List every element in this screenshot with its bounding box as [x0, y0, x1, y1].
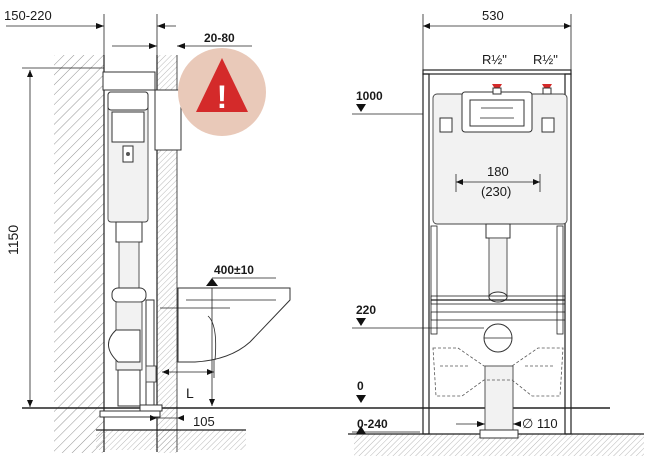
- wall-depth-label: 150-220: [4, 8, 52, 23]
- drain-height-label: 220: [356, 303, 376, 317]
- bracket-spacing-alt-label: (230): [481, 184, 511, 199]
- floor-slab-left: [96, 430, 246, 450]
- width-label: 530: [482, 8, 504, 23]
- side-view: 150-220 20-80 ! 1150 400±10 L 105: [4, 8, 610, 453]
- warning-exclamation: !: [217, 79, 228, 115]
- tank-height-label: 1000: [356, 89, 383, 103]
- height-label: 1150: [5, 225, 21, 255]
- warning-badge: !: [178, 48, 266, 136]
- toilet-bowl: [177, 287, 291, 363]
- floor-slab-right: [354, 434, 644, 456]
- bowl-length-label: L: [186, 385, 194, 401]
- warning-triangle-icon: [196, 58, 248, 112]
- pipe-diameter-label: ∅ 110: [522, 416, 558, 431]
- valve-right-label: R½": [533, 52, 558, 67]
- bowl-height-label: 400±10: [214, 263, 254, 277]
- front-view: R½" R½" 530 1000 180 (230) 220 0 0-240: [348, 8, 644, 456]
- cladding: [157, 55, 177, 453]
- gap-label: 20-80: [204, 31, 235, 45]
- floor-level-label: 0: [357, 379, 364, 393]
- floor-offset-label: 105: [193, 414, 215, 429]
- bracket-spacing-label: 180: [487, 164, 509, 179]
- valve-left-label: R½": [482, 52, 507, 67]
- floor-adjust-label: 0-240: [357, 417, 388, 431]
- wall: [54, 55, 104, 453]
